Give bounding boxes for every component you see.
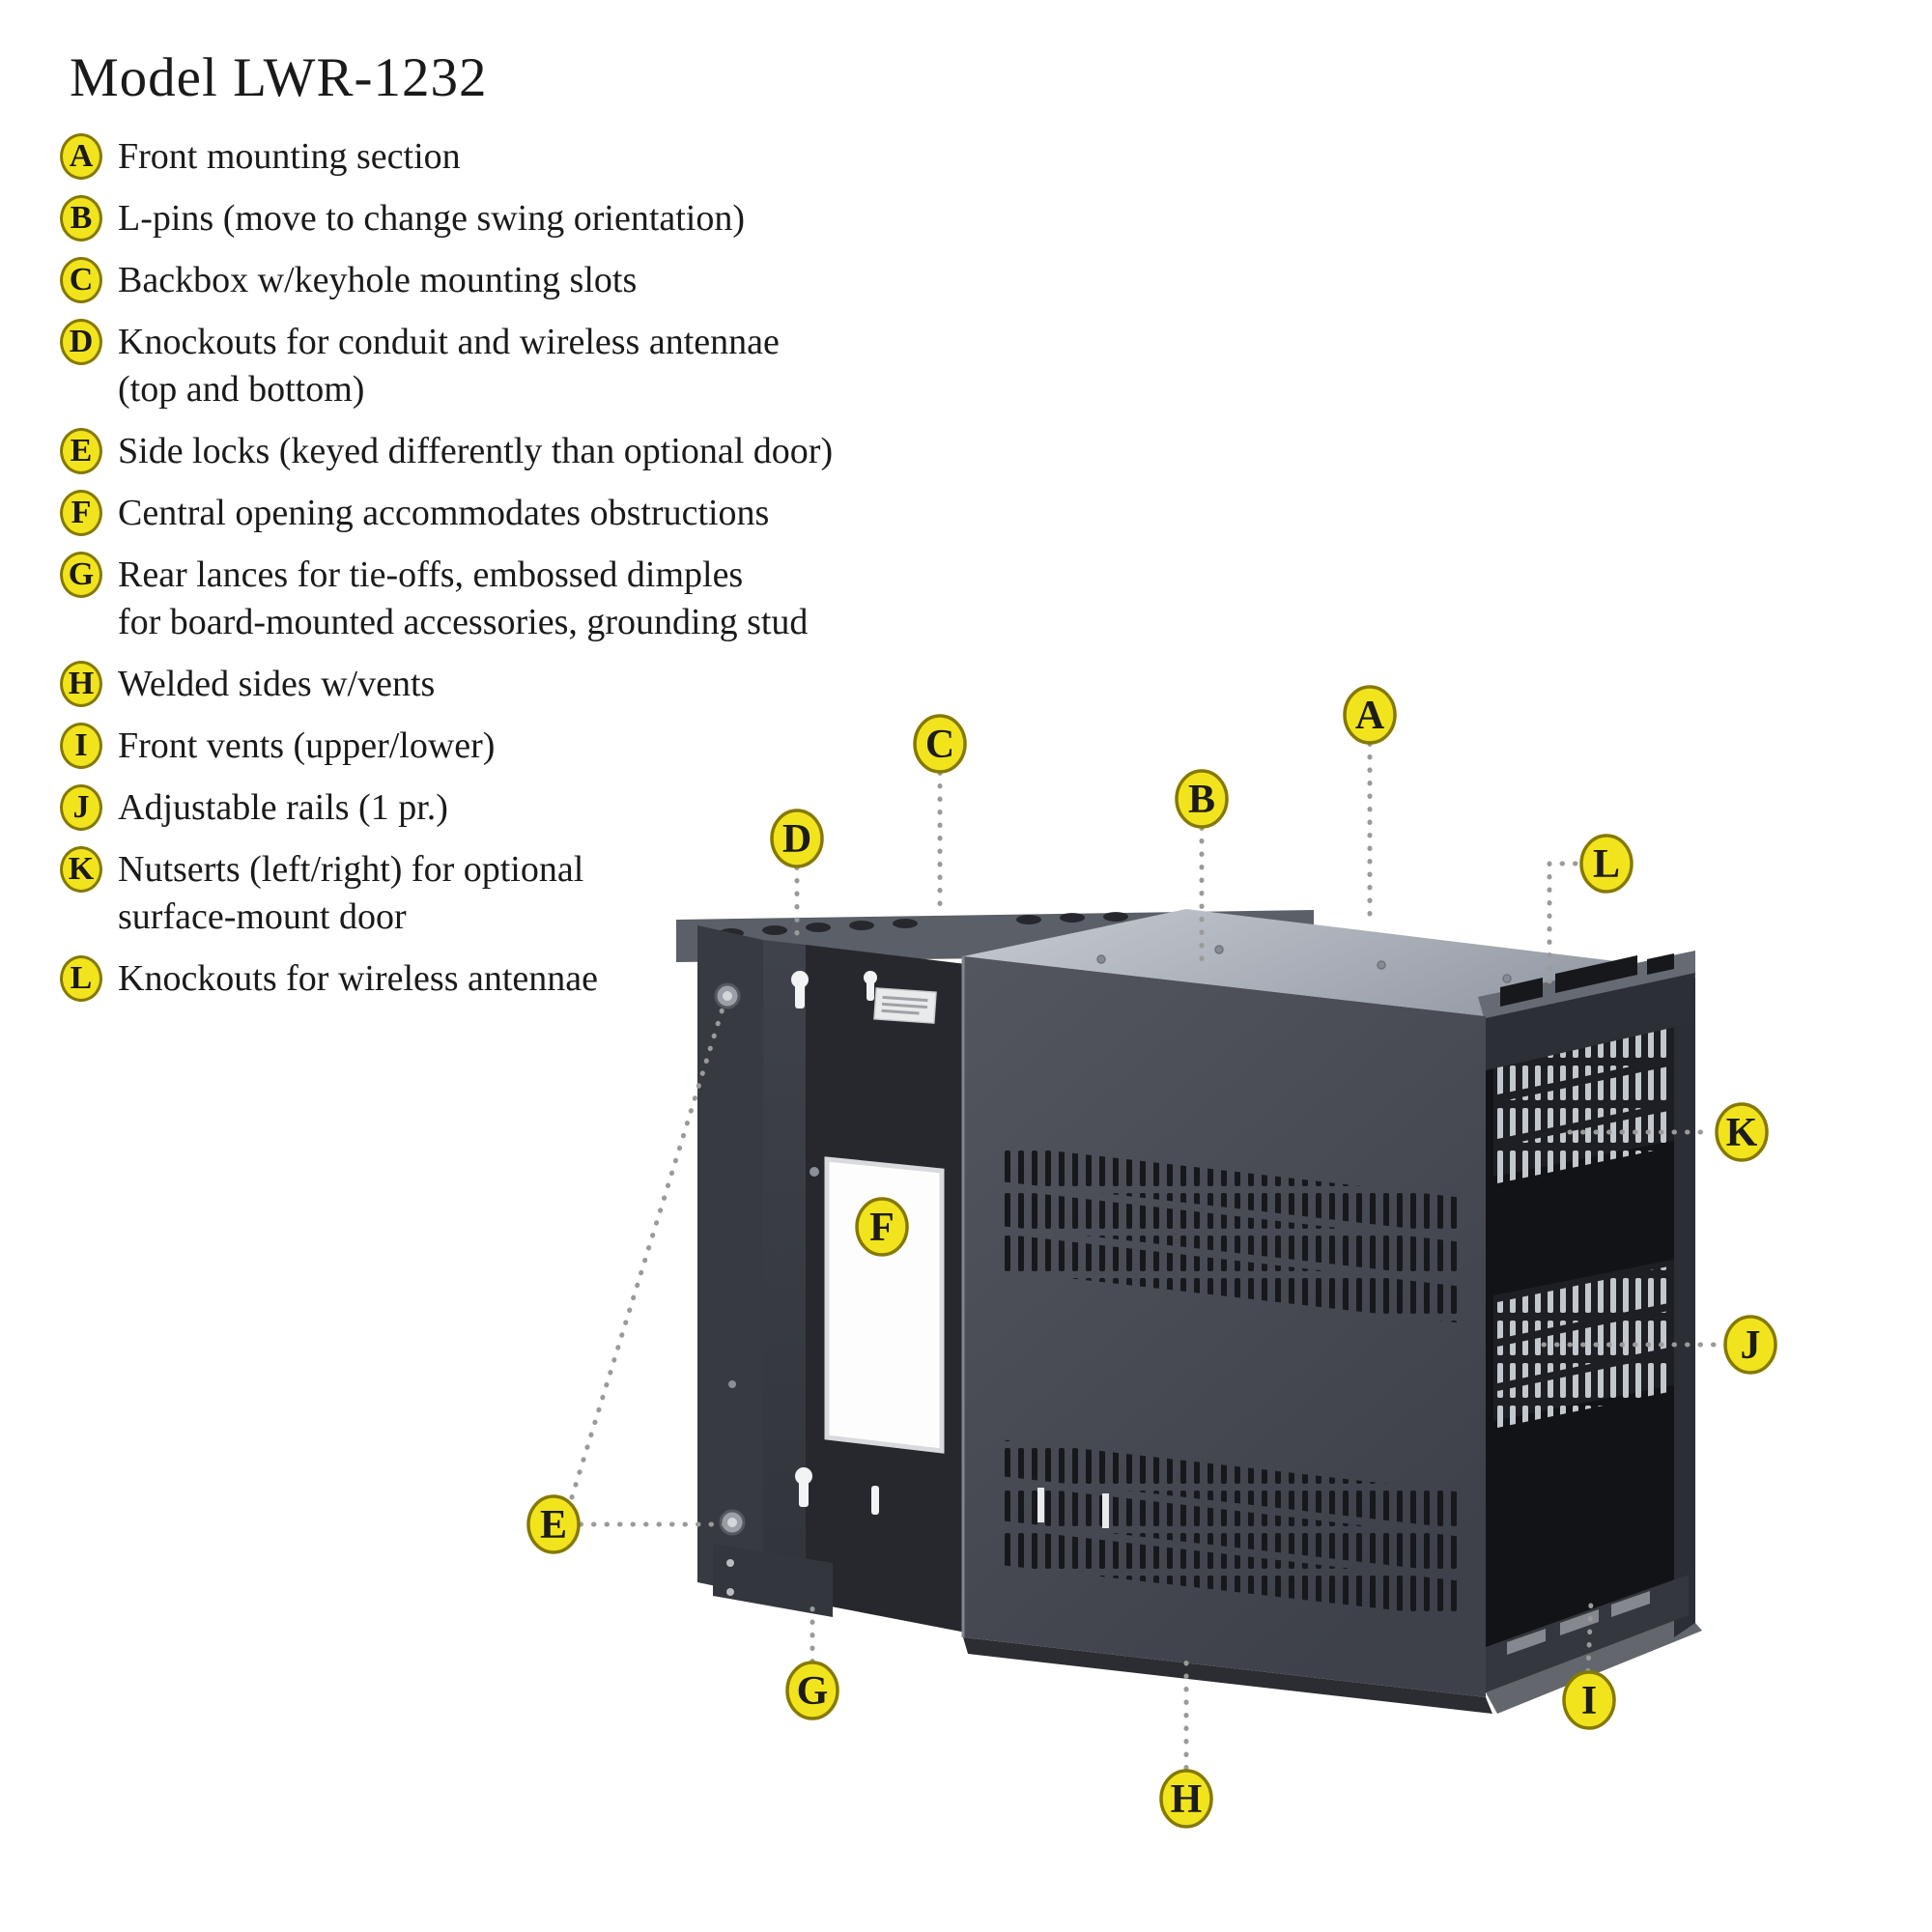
foot-screw: [726, 1588, 734, 1596]
page-title: Model LWR-1232: [70, 47, 488, 108]
svg-text:G: G: [797, 1669, 829, 1714]
backbox-rivets: [728, 1167, 819, 1388]
callout-K: K: [1715, 1102, 1769, 1162]
legend-text-L: Knockouts for wireless antennae: [118, 958, 599, 999]
legend-item-B: B L-pins (move to change swing orientatio…: [60, 195, 1026, 242]
bottom-sliver-right: [1486, 1615, 1702, 1714]
legend-text-I: Front vents (upper/lower): [118, 725, 496, 766]
svg-text:C: C: [925, 723, 954, 767]
legend-item-A: A Front mounting section: [60, 133, 1026, 181]
callout-B: B: [1175, 769, 1229, 829]
front-vents-lower: [1507, 1591, 1650, 1655]
callout-D: D: [770, 809, 824, 868]
legend-badge-D: D: [60, 319, 102, 365]
legend-text-J: Adjustable rails (1 pr.): [118, 787, 448, 828]
callout-E: E: [526, 1494, 581, 1554]
callout-H: H: [1159, 1769, 1213, 1829]
leader-lines: [569, 741, 1722, 1771]
legend-badge-G: G: [60, 552, 102, 598]
legend-item-G: G Rear lances for tie-offs, embossed dimp…: [60, 552, 1026, 646]
vent-highlight: [1037, 1488, 1044, 1522]
callout-G: G: [785, 1661, 839, 1720]
legend-text-D: Knockouts for conduit and wireless anten…: [118, 322, 780, 410]
top-chamfer: [1478, 951, 1695, 1024]
callout-J: J: [1723, 1315, 1777, 1375]
side-vents-lower: [1000, 1439, 1463, 1618]
backbox-top-knockouts: [719, 912, 1128, 938]
legend-item-D: D Knockouts for conduit and wireless ante…: [60, 319, 1026, 413]
antenna-knockouts: [1500, 953, 1674, 1007]
legend-badge-F: F: [60, 490, 102, 536]
legend-text-G: Rear lances for tie-offs, embossed dimpl…: [118, 554, 809, 642]
legend-item-E: E Side locks (keyed differently than opti…: [60, 428, 1026, 475]
foot-screw: [726, 1559, 734, 1567]
svg-text:L: L: [1593, 842, 1620, 887]
legend-item-L: L Knockouts for wireless antennae: [60, 955, 1026, 1003]
callout-F: F: [855, 1197, 909, 1257]
side-lock-bottom: [719, 1509, 746, 1536]
legend-badge-B: B: [60, 195, 102, 242]
callout-A: A: [1343, 685, 1397, 745]
legend-badge-I: I: [60, 723, 102, 769]
leader-I: [1585, 1599, 1594, 1674]
legend-badge-L: L: [60, 955, 102, 1002]
rails-lower: [1493, 1259, 1677, 1428]
svg-text:I: I: [1581, 1679, 1597, 1723]
front-section: [961, 909, 1702, 1714]
svg-text:D: D: [782, 817, 811, 862]
backbox-front-frame: [763, 940, 806, 1600]
rear-post: [1674, 973, 1695, 1637]
backbox-foot: [713, 1544, 833, 1617]
bottom-sliver-left: [963, 1637, 1492, 1714]
legend-badge-H: H: [60, 661, 102, 707]
vent-highlight: [1102, 1493, 1109, 1528]
legend-badge-K: K: [60, 846, 102, 893]
legend-text-F: Central opening accommodates obstruction…: [118, 493, 770, 533]
legend-badge-C: C: [60, 257, 102, 303]
svg-text:K: K: [1726, 1111, 1758, 1155]
svg-text:B: B: [1188, 778, 1215, 822]
top-back-rail: [1486, 973, 1695, 1070]
legend-item-C: C Backbox w/keyhole mounting slots: [60, 257, 1026, 304]
legend-item-J: J Adjustable rails (1 pr.): [60, 784, 1026, 832]
keyhole-slots-bottom: [795, 1467, 879, 1515]
legend-badge-J: J: [60, 784, 102, 831]
svg-text:H: H: [1171, 1777, 1203, 1822]
svg-text:F: F: [869, 1206, 895, 1250]
callout-I: I: [1562, 1670, 1616, 1730]
backbox-label: [873, 987, 937, 1024]
keyhole-slots-top: [791, 971, 877, 1009]
backbox-left-side: [697, 925, 763, 1596]
legend-badge-E: E: [60, 428, 102, 474]
legend-text-C: Backbox w/keyhole mounting slots: [118, 260, 638, 300]
callout-L: L: [1579, 834, 1634, 894]
callout-C: C: [913, 714, 967, 774]
legend-item-F: F Central opening accommodates obstructio…: [60, 490, 1026, 537]
legend-item-H: H Welded sides w/vents: [60, 661, 1026, 708]
legend-badge-A: A: [60, 133, 102, 180]
top-face-screws: [1096, 945, 1512, 983]
legend-item-I: I Front vents (upper/lower): [60, 723, 1026, 770]
side-lock-top: [714, 982, 741, 1009]
legend-text-H: Welded sides w/vents: [118, 664, 436, 704]
legend-text-B: L-pins (move to change swing orientation…: [118, 198, 746, 239]
side-vents-upper: [1000, 1145, 1463, 1323]
legend-text-E: Side locks (keyed differently than optio…: [118, 431, 834, 471]
svg-text:E: E: [540, 1503, 567, 1548]
legend-text-A: Front mounting section: [118, 136, 461, 177]
callout-badges: A B C D E F G H I J K L: [526, 685, 1777, 1829]
svg-text:A: A: [1355, 694, 1385, 738]
svg-text:J: J: [1741, 1323, 1761, 1368]
leader-L: [1547, 861, 1578, 994]
